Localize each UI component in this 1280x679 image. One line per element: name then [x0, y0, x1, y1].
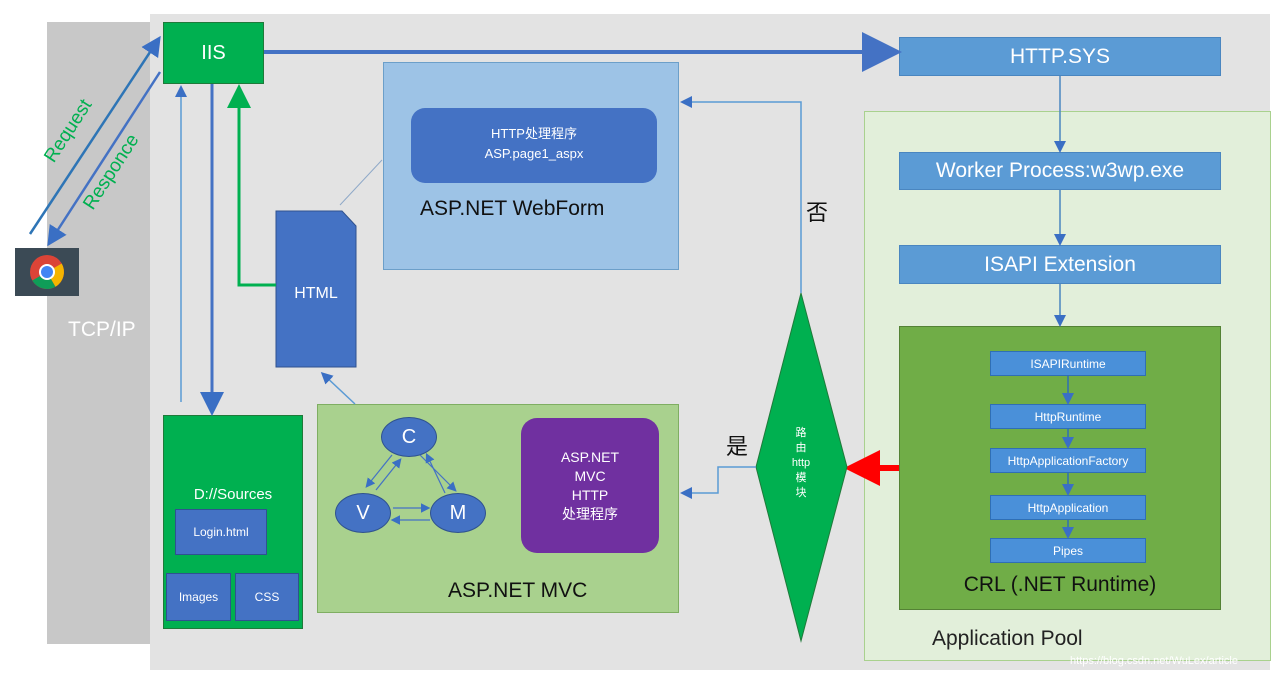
crl-item-httpapplicationfactory: HttpApplicationFactory [990, 448, 1146, 473]
mvc-handler-line2: MVC [574, 468, 606, 484]
router-text: 路 由 http 模 块 [790, 426, 812, 501]
css-box: CSS [235, 573, 299, 621]
html-document-shape [275, 210, 357, 368]
controller-node: C [381, 417, 437, 457]
sources-label: D://Sources [193, 486, 273, 503]
webform-handler-line2: ASP.page1_aspx [484, 146, 584, 161]
mvc-handler-line4: 处理程序 [562, 506, 618, 522]
router-to-mvc-arrow [680, 466, 756, 499]
response-arrow [47, 71, 162, 247]
http-sys-box: HTTP.SYS [899, 37, 1221, 76]
tcp-ip-label: TCP/IP [68, 318, 136, 341]
v-to-c-arrow [375, 458, 402, 491]
router-line-2: 由 [795, 442, 807, 454]
html-to-iis-arrow [227, 84, 276, 287]
router-line-1: 路 [795, 427, 807, 439]
webform-handler: HTTP处理程序 ASP.page1_aspx [411, 108, 657, 183]
request-label: Request [40, 95, 97, 166]
router-to-webform-arrow [680, 96, 802, 293]
webform-label: ASP.NET WebForm [420, 197, 605, 220]
view-node: V [335, 493, 391, 533]
crl-label: CRL (.NET Runtime) [963, 573, 1157, 596]
c-to-v-arrow [365, 454, 393, 488]
router-line-3: http [791, 457, 811, 469]
m-to-c-arrow [425, 452, 446, 494]
html-callout-line [339, 159, 383, 206]
no-label: 否 [806, 200, 829, 225]
c-to-m-arrow [419, 454, 457, 492]
request-arrow [28, 35, 161, 235]
browser-icon [15, 248, 79, 296]
crl-item-isapiruntime: ISAPIRuntime [990, 351, 1146, 376]
login-html-box: Login.html [175, 509, 267, 555]
router-line-4: 模 [795, 472, 807, 484]
webform-handler-line1: HTTP处理程序 [491, 126, 577, 141]
mvc-handler-line3: HTTP [571, 487, 609, 503]
html-label: HTML [294, 285, 338, 302]
mvc-label: ASP.NET MVC [448, 579, 588, 602]
model-node: M [430, 493, 486, 533]
iis-box: IIS [163, 22, 264, 84]
mvc-to-html-arrow [320, 371, 356, 405]
images-box: Images [166, 573, 231, 621]
application-pool-label: Application Pool [932, 627, 1083, 650]
yes-label: 是 [726, 434, 749, 459]
mvc-handler: ASP.NET MVC HTTP 处理程序 [521, 418, 659, 553]
router-diamond [755, 291, 848, 643]
mvc-handler-line1: ASP.NET [560, 449, 620, 465]
watermark: https://blog.csdn.net/WuLex/article [1070, 655, 1238, 667]
router-line-5: 块 [795, 487, 807, 499]
